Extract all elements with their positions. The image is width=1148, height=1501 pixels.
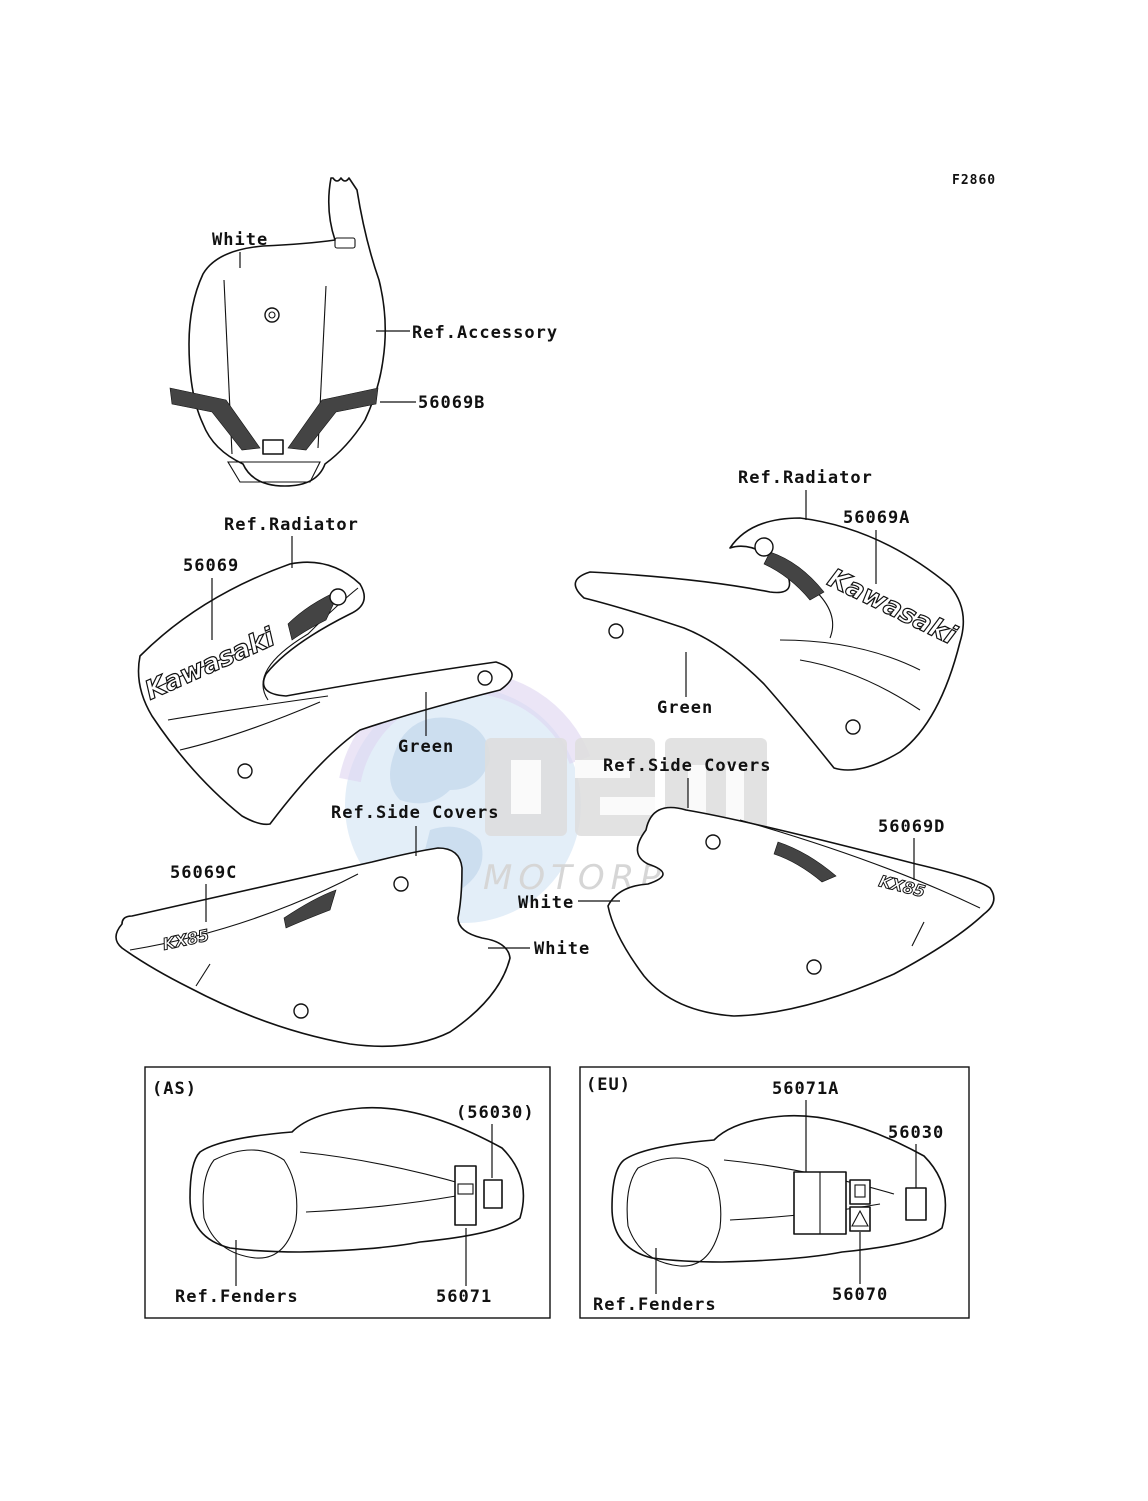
fender-as-part-no: 56071 bbox=[436, 1287, 492, 1307]
shroud-right-ref-label: Ref.Radiator bbox=[738, 468, 873, 488]
number-plate-decal-stripes-right bbox=[287, 387, 379, 451]
side-cover-left-ref-label: Ref.Side Covers bbox=[331, 803, 500, 823]
shroud-left-color-label: Green bbox=[398, 737, 454, 757]
side-cover-right-hatch bbox=[773, 841, 837, 883]
side-cover-right-hole-bottom bbox=[806, 959, 822, 975]
fender-eu-frame bbox=[579, 1066, 970, 1319]
shroud-right-stripe-1 bbox=[799, 659, 921, 711]
shroud-right-color-label: Green bbox=[657, 698, 713, 718]
fender-as-opening bbox=[202, 1149, 298, 1259]
shroud-left-stripe-2 bbox=[167, 695, 329, 721]
fender-eu-ref-label: Ref.Fenders bbox=[593, 1295, 717, 1315]
shroud-right-stripe-2 bbox=[779, 639, 921, 671]
shroud-left: Kawasaki bbox=[137, 561, 513, 826]
side-cover-left-hole-bottom bbox=[293, 1003, 309, 1019]
shroud-left-hole-right bbox=[477, 670, 493, 686]
figure-code: F2860 bbox=[952, 173, 996, 188]
side-cover-left-color-label: White bbox=[534, 939, 590, 959]
number-plate-color-label: White bbox=[212, 230, 268, 250]
shroud-left-stripe-1 bbox=[151, 645, 263, 691]
side-cover-left-hatch bbox=[283, 889, 337, 929]
shroud-left-hole-top bbox=[329, 588, 347, 606]
side-cover-right-part-no: 56069D bbox=[878, 817, 945, 837]
fender-eu-opening bbox=[626, 1157, 722, 1267]
number-plate-decal-stripes-left bbox=[169, 387, 261, 451]
shroud-left-body bbox=[137, 561, 513, 826]
watermark-letter-o-inner bbox=[511, 760, 541, 814]
number-plate-part-no: 56069B bbox=[418, 393, 485, 413]
kawasaki-logo-icon bbox=[262, 439, 284, 455]
watermark-letter-s-cut1 bbox=[575, 760, 630, 778]
side-cover-left-part-no: 56069C bbox=[170, 863, 237, 883]
fender-as-region: (AS) bbox=[152, 1079, 197, 1099]
number-plate-ref-label: Ref.Accessory bbox=[412, 323, 558, 343]
fender-eu-part-no-b: 56030 bbox=[888, 1123, 944, 1143]
fender-as-ridge-2 bbox=[305, 1195, 457, 1213]
shroud-right-hole-top bbox=[754, 537, 774, 557]
number-plate-mount-hole-inner bbox=[268, 311, 276, 319]
fender-eu-decal-56030 bbox=[905, 1187, 927, 1221]
side-cover-right-lower-line bbox=[911, 921, 925, 947]
shroud-left-part-no: 56069 bbox=[183, 556, 239, 576]
fender-as-ref-label: Ref.Fenders bbox=[175, 1287, 299, 1307]
side-cover-left-lower-line bbox=[195, 963, 211, 987]
shroud-right-part-no: 56069A bbox=[843, 508, 910, 528]
side-cover-right-hole-top bbox=[705, 834, 721, 850]
fender-eu-part-no-a: 56071A bbox=[772, 1079, 839, 1099]
fender-as-frame bbox=[144, 1066, 551, 1319]
number-plate-body bbox=[188, 177, 387, 487]
shroud-left-stripe-3 bbox=[179, 701, 321, 751]
warning-triangle-icon bbox=[851, 1209, 869, 1227]
number-plate-lower-edge bbox=[227, 461, 321, 483]
number-plate-mount-hole bbox=[264, 307, 280, 323]
fender-as-ridge-1 bbox=[299, 1151, 471, 1187]
fender-eu-decal-56070-top bbox=[849, 1179, 871, 1205]
side-cover-left-stripe bbox=[129, 873, 359, 951]
fender-as-decal-56071 bbox=[454, 1165, 477, 1226]
number-plate-slot bbox=[334, 237, 356, 249]
watermark-globe-land-icon bbox=[390, 717, 490, 893]
fender-eu-decal-56070-top-inner bbox=[854, 1184, 866, 1198]
watermark-letter-s bbox=[575, 738, 655, 836]
fender-eu-part-no-c: 56070 bbox=[832, 1285, 888, 1305]
side-cover-left-hole-top bbox=[393, 876, 409, 892]
shroud-right: Kawasaki bbox=[574, 517, 965, 771]
fender-as-decal-56071-inner bbox=[457, 1183, 474, 1195]
shroud-left-hatch bbox=[287, 589, 341, 641]
shroud-right-hole-bottom bbox=[845, 719, 861, 735]
side-cover-right-color-label: White bbox=[518, 893, 574, 913]
fender-as-optional-part-no: (56030) bbox=[456, 1103, 535, 1123]
side-cover-left: KX85 bbox=[115, 847, 511, 1048]
fender-as-body bbox=[189, 1106, 525, 1253]
side-cover-left-body bbox=[115, 847, 511, 1048]
fender-eu-box: (EU) bbox=[579, 1066, 970, 1319]
fender-eu-region: (EU) bbox=[586, 1075, 631, 1095]
shroud-left-ref-label: Ref.Radiator bbox=[224, 515, 359, 535]
shroud-right-hatch bbox=[763, 551, 825, 601]
shroud-left-hole-bottom bbox=[237, 763, 253, 779]
side-cover-right-stripe bbox=[739, 819, 981, 909]
number-plate bbox=[169, 177, 387, 487]
shroud-right-body bbox=[574, 517, 965, 771]
fender-as-box: (AS) bbox=[144, 1066, 551, 1319]
watermark-letter-s-cut2 bbox=[600, 797, 655, 815]
side-cover-right: KX85 bbox=[607, 806, 995, 1017]
fender-as-decal-56030 bbox=[483, 1179, 503, 1209]
shroud-right-hole-left bbox=[608, 623, 624, 639]
fender-eu-decal-56070-bottom bbox=[849, 1206, 871, 1232]
side-cover-right-body bbox=[607, 806, 995, 1017]
side-cover-right-ref-label: Ref.Side Covers bbox=[603, 756, 772, 776]
